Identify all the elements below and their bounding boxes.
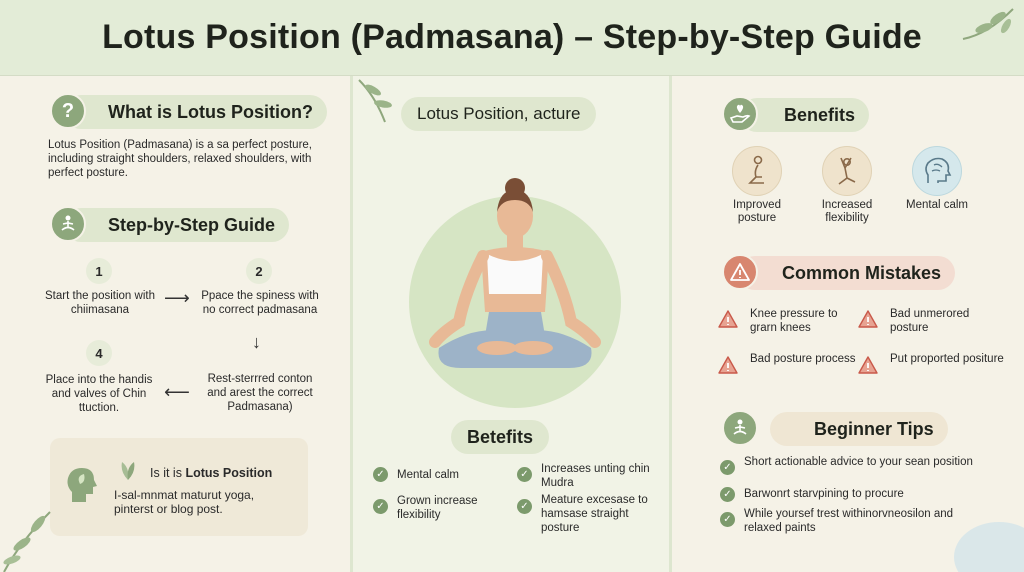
check-icon: ✓ bbox=[517, 467, 532, 482]
leaf-icon bbox=[3, 511, 51, 572]
warning-icon bbox=[722, 254, 758, 290]
betefits-heading: Betefits bbox=[451, 420, 550, 454]
tip-item: Short actionable advice to your sean pos… bbox=[744, 456, 973, 468]
callout-title-bold: Lotus Position bbox=[185, 466, 273, 480]
meditation-icon bbox=[50, 206, 86, 242]
heart-hand-icon bbox=[722, 96, 758, 132]
head-leaf-icon bbox=[67, 468, 97, 502]
mistake-item: Knee pressure to grarn knees bbox=[750, 308, 838, 334]
arrow-right-icon: ⟶ bbox=[164, 288, 190, 308]
tips-heading: Beginner Tips bbox=[770, 412, 948, 446]
brain-icon bbox=[912, 146, 962, 196]
what-is-heading: What is Lotus Position? bbox=[64, 95, 327, 129]
step-number: 2 bbox=[246, 258, 272, 284]
leaf-icon bbox=[121, 462, 135, 480]
lotus-figure bbox=[429, 178, 601, 368]
check-icon: ✓ bbox=[720, 512, 735, 527]
check-icon: ✓ bbox=[373, 499, 388, 514]
steps-heading-text: Step-by-Step Guide bbox=[108, 214, 276, 235]
stretch-icon bbox=[822, 146, 872, 196]
mistake-item: Put proported positure bbox=[890, 353, 1004, 365]
callout-card: Is it is Lotus Position I-sal-mnmat matu… bbox=[50, 438, 308, 536]
left-column: What is Lotus Position? ? Lotus Position… bbox=[0, 76, 340, 572]
betefit-item: Grown increase flexibility bbox=[397, 495, 478, 521]
picture-heading-text: Lotus Position, acture bbox=[417, 104, 581, 123]
leaf-icon bbox=[358, 79, 392, 123]
leaf-icon bbox=[962, 8, 1014, 40]
question-icon: ? bbox=[50, 93, 86, 129]
arrow-down-icon: ↓ bbox=[252, 332, 261, 352]
callout-body: I-sal-mnmat maturut yoga, pinterst or bl… bbox=[114, 488, 255, 516]
benefit-label: Mental calm bbox=[906, 199, 968, 211]
warning-icon bbox=[858, 310, 878, 328]
mistakes-heading-text: Common Mistakes bbox=[782, 262, 942, 283]
mistake-item: Bad unmerored posture bbox=[890, 308, 970, 334]
betefits-heading-text: Betefits bbox=[467, 426, 534, 447]
step-number: 1 bbox=[86, 258, 112, 284]
posture-icon bbox=[732, 146, 782, 196]
picture-heading: Lotus Position, acture bbox=[401, 97, 597, 131]
warning-icon bbox=[718, 356, 738, 374]
step-text: Place into the handis and valves of Chin… bbox=[45, 374, 153, 414]
step-number: 4 bbox=[86, 340, 112, 366]
betefit-item: Mental calm bbox=[397, 469, 459, 481]
warning-icon bbox=[718, 310, 738, 328]
mistakes-heading: Common Mistakes bbox=[738, 256, 956, 290]
betefit-item: Increases unting chin Mudra bbox=[541, 463, 650, 489]
check-icon: ✓ bbox=[373, 467, 388, 482]
page-header: Lotus Position (Padmasana) – Step-by-Ste… bbox=[0, 0, 1024, 76]
steps-heading: Step-by-Step Guide bbox=[64, 208, 290, 242]
step-text: Rest-sterrred conton and arest the corre… bbox=[207, 373, 313, 413]
check-icon: ✓ bbox=[517, 499, 532, 514]
step-text: Ppace the spiness with no correct padmas… bbox=[201, 290, 319, 316]
step-text: Start the position with chiimasana bbox=[45, 290, 155, 316]
callout-title: Is it is Lotus Position bbox=[150, 466, 272, 480]
betefit-item: Meature excesase to hamsase straight pos… bbox=[541, 494, 648, 534]
mistake-item: Bad posture process bbox=[750, 353, 856, 365]
what-is-heading-text: What is Lotus Position? bbox=[108, 101, 313, 122]
benefits-heading: Benefits bbox=[740, 98, 870, 132]
right-column: Benefits Improved posture Increased flex… bbox=[684, 76, 1024, 572]
benefit-label: Increased flexibility bbox=[821, 199, 873, 224]
benefit-label: Improved posture bbox=[733, 199, 781, 224]
check-icon: ✓ bbox=[720, 460, 735, 475]
tip-item: Barwonrt starvpining to procure bbox=[744, 488, 904, 500]
what-is-body: Lotus Position (Padmasana) is a sa perfe… bbox=[48, 139, 313, 179]
meditation-icon bbox=[722, 410, 758, 446]
arrow-left-icon: ⟵ bbox=[164, 382, 190, 402]
middle-column: Lotus Position, acture Betefits ✓ Mental… bbox=[350, 76, 672, 572]
warning-icon bbox=[858, 356, 878, 374]
page-title: Lotus Position (Padmasana) – Step-by-Ste… bbox=[102, 18, 922, 56]
tip-item: While yoursef trest withinorvneosilon an… bbox=[744, 508, 954, 534]
tips-heading-text: Beginner Tips bbox=[814, 418, 934, 439]
benefits-heading-text: Benefits bbox=[784, 104, 856, 125]
check-icon: ✓ bbox=[720, 487, 735, 502]
callout-title-prefix: Is it is bbox=[150, 466, 182, 480]
